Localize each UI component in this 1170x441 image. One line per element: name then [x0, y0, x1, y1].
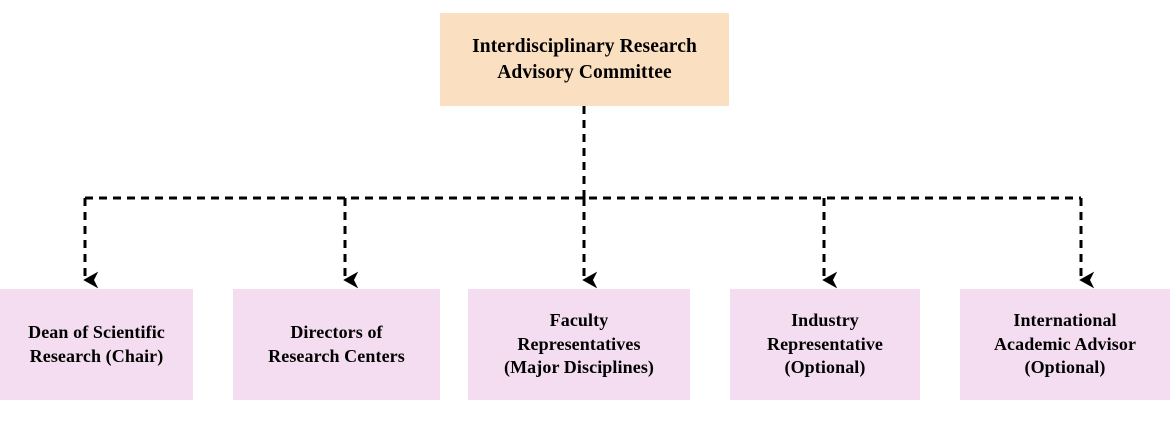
node-label-industry-representative: Industry Representative (Optional)	[766, 309, 884, 378]
node-label-international-academic-advisor: International Academic Advisor (Optional…	[993, 309, 1137, 378]
node-label-root: Interdisciplinary Research Advisory Comm…	[472, 35, 697, 83]
node-dean-of-scientific-research[interactable]: Dean of Scientific Research (Chair)	[0, 289, 193, 400]
node-international-academic-advisor[interactable]: International Academic Advisor (Optional…	[960, 289, 1170, 400]
node-label-dean-of-scientific-research: Dean of Scientific Research (Chair)	[28, 321, 165, 366]
node-interdisciplinary-research-advisory-committee[interactable]: Interdisciplinary Research Advisory Comm…	[440, 13, 729, 106]
node-faculty-representatives[interactable]: Faculty Representatives (Major Disciplin…	[468, 289, 690, 400]
node-industry-representative[interactable]: Industry Representative (Optional)	[730, 289, 920, 400]
node-directors-of-research-centers[interactable]: Directors of Research Centers	[233, 289, 440, 400]
node-label-faculty-representatives: Faculty Representatives (Major Disciplin…	[503, 309, 655, 378]
node-label-directors-of-research-centers: Directors of Research Centers	[268, 321, 405, 366]
